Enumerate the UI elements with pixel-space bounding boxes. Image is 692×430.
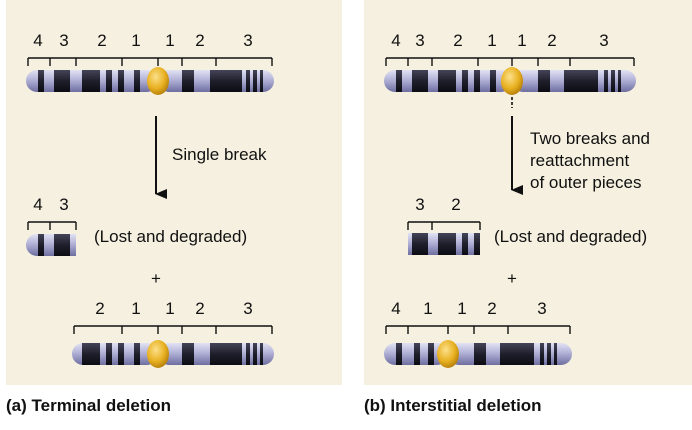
result-band-labels-b: 4 1 1 2 3 [391,299,546,318]
result-band-labels-a: 2 1 1 2 3 [95,299,252,318]
band-label: 3 [59,31,68,50]
arrow-label-single-break: Single break [172,145,267,164]
band-label: 3 [599,31,608,50]
panel-interstitial-deletion [364,0,692,385]
caption-terminal-deletion: (a) Terminal deletion [6,396,171,415]
band-label: 4 [391,299,400,318]
band-label: 2 [487,299,496,318]
band-label: 3 [59,195,68,214]
band-label: 2 [195,31,204,50]
band-label: 1 [131,31,140,50]
arrow-label-line-3: of outer pieces [530,173,642,192]
centromere [147,340,169,368]
band-label: 4 [33,31,42,50]
lost-note-a: (Lost and degraded) [94,227,247,246]
original-chromosome-b [384,67,636,95]
band-label: 2 [451,195,460,214]
band-scale-a [27,57,273,66]
result-scale-a [73,325,273,334]
band-label: 1 [165,31,174,50]
band-label: 2 [453,31,462,50]
arrow-label-line-1: Two breaks and [530,129,650,148]
band-label: 4 [33,195,42,214]
result-scale-b [385,325,571,334]
band-label: 1 [131,299,140,318]
centromere [147,67,169,95]
original-band-labels-b: 4 3 2 1 1 2 3 [391,31,608,50]
band-label: 2 [97,31,106,50]
original-chromosome-a [26,67,274,95]
band-label: 3 [415,31,424,50]
band-label: 2 [195,299,204,318]
band-label: 2 [95,299,104,318]
lost-fragment-a [26,234,76,256]
caption-interstitial-deletion: (b) Interstitial deletion [364,396,542,415]
result-chromosome-b [384,340,572,368]
band-label: 2 [547,31,556,50]
fragment-scale-b [407,221,481,230]
lost-fragment-b [408,233,480,255]
fragment-scale-a [27,221,77,230]
band-label: 1 [165,299,174,318]
original-band-labels-a: 4 3 2 1 1 2 3 [33,31,252,50]
lost-note-b: (Lost and degraded) [494,227,647,246]
band-label: 1 [517,31,526,50]
band-scale-b [385,57,635,66]
band-label: 4 [391,31,400,50]
centromere [501,67,523,95]
result-chromosome-a [72,340,274,368]
fragment-labels-a: 4 3 [33,195,68,214]
plus-sign-b: + [507,269,517,288]
band-label: 3 [243,299,252,318]
fragment-labels-b: 3 2 [415,195,460,214]
band-label: 1 [423,299,432,318]
centromere [437,340,459,368]
band-label: 3 [537,299,546,318]
arrow-label-line-2: reattachment [530,151,629,170]
band-label: 3 [415,195,424,214]
band-label: 3 [243,31,252,50]
band-label: 1 [457,299,466,318]
plus-sign-a: + [151,269,161,288]
panel-terminal-deletion [6,0,342,385]
band-label: 1 [487,31,496,50]
